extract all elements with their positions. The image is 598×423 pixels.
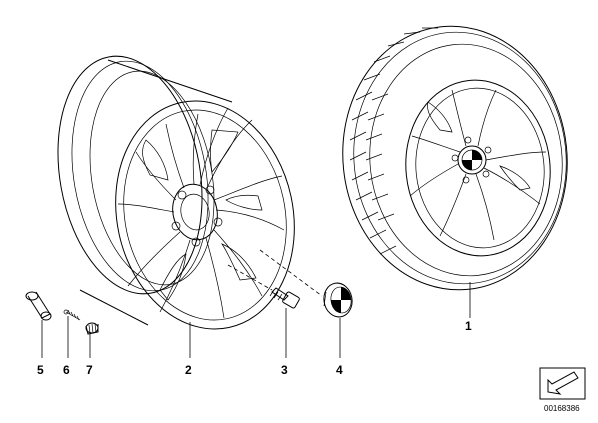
navigation-arrow-icon[interactable] (539, 367, 586, 400)
callout-5: 5 (37, 363, 44, 377)
callout-4: 4 (336, 363, 343, 377)
hub-cap[interactable] (321, 281, 354, 319)
callout-6: 6 (63, 363, 70, 377)
valve-insert[interactable] (63, 309, 81, 321)
valve-cap[interactable] (85, 322, 99, 335)
alloy-rim[interactable] (40, 45, 315, 346)
callout-2: 2 (185, 363, 192, 377)
wheel-bolt[interactable] (269, 287, 300, 309)
assembly-line-bolt (227, 264, 273, 291)
callout-1: 1 (465, 319, 472, 333)
complete-wheel-tyre[interactable] (330, 15, 580, 301)
tyre-valve[interactable] (25, 291, 52, 321)
assembly-line-cap (259, 249, 323, 297)
callout-3: 3 (281, 363, 288, 377)
document-number: 00168386 (544, 404, 580, 413)
callout-7: 7 (86, 363, 93, 377)
